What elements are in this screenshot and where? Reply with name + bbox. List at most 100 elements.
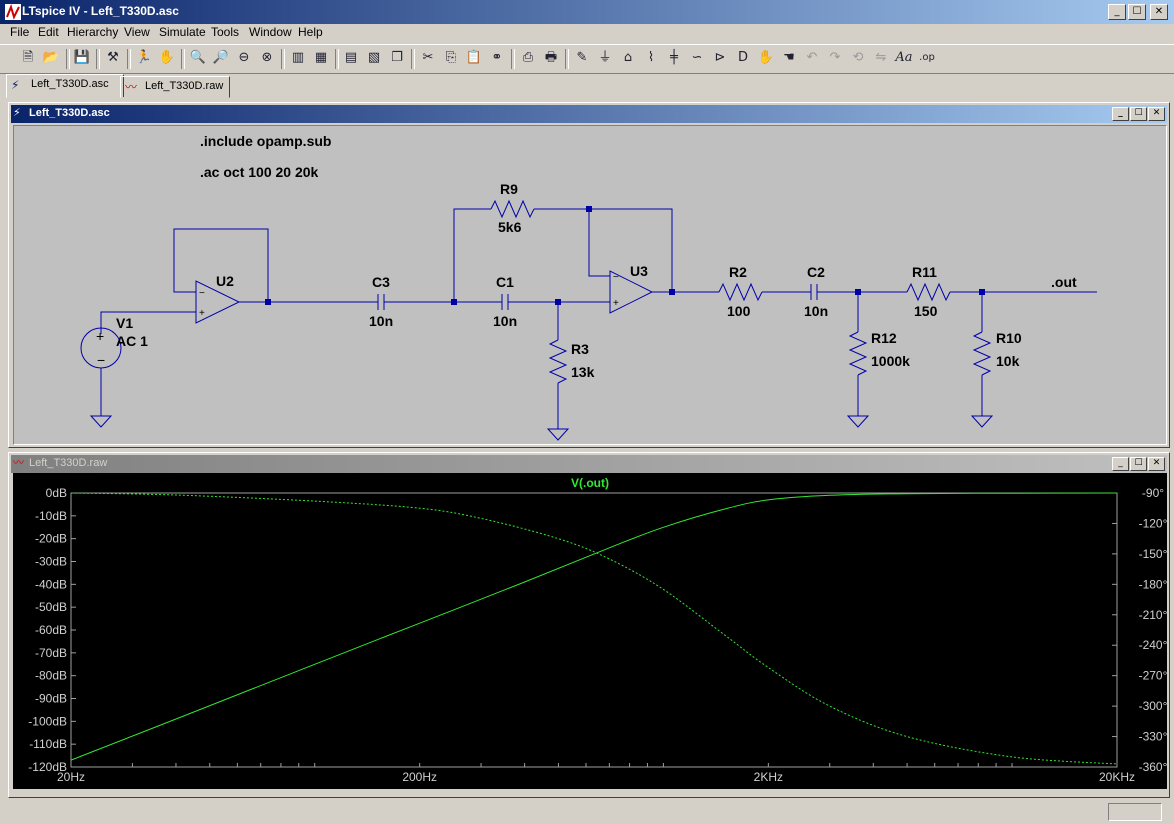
component-icon[interactable]: D (737, 50, 748, 65)
zoom-in-icon[interactable]: 🔍 (189, 50, 207, 65)
move-icon[interactable]: ✋ (757, 50, 775, 65)
draw-wire-icon[interactable]: ✎ (576, 50, 588, 65)
net-label-out[interactable]: .out (1051, 274, 1077, 290)
undo-icon[interactable]: ↶ (806, 50, 818, 65)
zoom-pan-icon[interactable]: 🔎 (212, 50, 230, 65)
menu-edit[interactable]: Edit (38, 25, 59, 39)
y-left-tick-label: -110dB (29, 737, 67, 751)
y-left-tick-label: -60dB (35, 623, 67, 637)
label-net-icon[interactable]: ⌂ (623, 50, 633, 65)
directive-include[interactable]: .include opamp.sub (200, 133, 331, 149)
x-tick-label: 200Hz (402, 770, 437, 784)
magnitude-trace[interactable] (70, 492, 1118, 761)
resistor-icon[interactable]: ⌇ (647, 50, 655, 65)
toolbar-separator (335, 49, 339, 69)
mark-unref-icon[interactable]: ▦ (314, 50, 328, 65)
tile-horizontal-icon[interactable]: ▤ (344, 50, 358, 65)
cut-icon[interactable]: ✂ (422, 50, 434, 65)
menu-simulate[interactable]: Simulate (159, 25, 206, 39)
y-right-tick-label: -150° (1139, 547, 1167, 561)
menu-window[interactable]: Window (249, 25, 292, 39)
halt-icon[interactable]: ✋ (158, 50, 176, 65)
status-panel (1108, 803, 1162, 821)
label-r10-name: R10 (996, 330, 1022, 346)
new-schematic-icon[interactable]: 🗎 (22, 50, 34, 65)
app-minimize-button[interactable]: _ (1108, 4, 1126, 20)
save-icon[interactable]: 💾 (73, 50, 91, 65)
tile-vertical-icon[interactable]: ▧ (367, 50, 381, 65)
label-r12-value: 1000k (871, 353, 910, 369)
schematic-minimize-button[interactable]: _ (1112, 107, 1129, 121)
cascade-icon[interactable]: ❐ (391, 50, 403, 65)
capacitor-icon[interactable]: ╪ (670, 50, 678, 65)
app-maximize-button[interactable]: ☐ (1128, 4, 1146, 20)
schematic-canvas[interactable]: − + − + + − .include opamp.sub .ac oct 1… (13, 125, 1167, 445)
resistor-r3[interactable] (548, 339, 568, 384)
label-r10-value: 10k (996, 353, 1020, 369)
svg-text:−: − (613, 272, 619, 283)
print-icon[interactable]: 🖶 (544, 50, 558, 65)
label-v1-value: AC 1 (116, 333, 148, 349)
waveform-minimize-button[interactable]: _ (1112, 457, 1129, 471)
diode-icon[interactable]: ⊳ (714, 50, 726, 65)
y-right-tick-label: -360° (1139, 760, 1167, 774)
resistor-r9[interactable] (490, 199, 535, 219)
paste-icon[interactable]: 📋 (465, 50, 483, 65)
print-setup-icon[interactable]: ⎙ (522, 50, 534, 65)
menu-hierarchy[interactable]: Hierarchy (67, 25, 119, 39)
menu-view[interactable]: View (124, 25, 150, 39)
zoom-out-icon[interactable]: ⊖ (238, 50, 250, 65)
text-icon[interactable]: Aa (895, 50, 913, 65)
y-left-tick-label: -40dB (35, 577, 67, 591)
schematic-window-titlebar: ⚡ Left_T330D.asc _ ☐ ✕ (11, 105, 1167, 123)
toolbar-separator (181, 49, 185, 69)
menu-help[interactable]: Help (298, 25, 323, 39)
toolbar-separator (411, 49, 415, 69)
schematic-window-title: Left_T330D.asc (29, 107, 110, 119)
copy-icon[interactable]: ⎘ (445, 50, 457, 65)
open-icon[interactable]: 📂 (42, 50, 60, 65)
toolbar-separator (281, 49, 285, 69)
redo-icon[interactable]: ↷ (829, 50, 841, 65)
resistor-r2[interactable] (718, 282, 763, 302)
phase-trace[interactable] (70, 492, 1118, 765)
rotate-icon[interactable]: ⟲ (852, 50, 864, 65)
label-u2-name: U2 (216, 273, 234, 289)
y-left-tick-label: -100dB (28, 714, 67, 728)
x-tick-label: 20Hz (57, 770, 85, 784)
app-close-button[interactable]: ✕ (1150, 4, 1168, 20)
tab-waveform[interactable]: 〰 Left_T330D.raw (120, 76, 230, 98)
resistor-r12[interactable] (848, 331, 868, 376)
opamp-u2-symbol[interactable] (195, 280, 241, 324)
resistor-r10[interactable] (972, 331, 992, 376)
schematic-maximize-button[interactable]: ☐ (1130, 107, 1147, 121)
menu-tools[interactable]: Tools (211, 25, 240, 39)
resistor-r11[interactable] (906, 282, 951, 302)
menu-file[interactable]: File (10, 25, 30, 39)
control-panel-icon[interactable]: ⚒ (107, 50, 119, 65)
trace-label[interactable]: V(.out) (571, 476, 609, 490)
mirror-icon[interactable]: ⇋ (875, 50, 887, 65)
label-c1-value: 10n (493, 313, 517, 329)
find-icon[interactable]: ⚭ (491, 50, 503, 65)
tab-schematic[interactable]: ⚡ Left_T330D.asc (6, 74, 124, 98)
autorange-icon[interactable]: ▥ (291, 50, 305, 65)
run-icon[interactable]: 🏃 (135, 50, 153, 65)
zoom-cancel-icon[interactable]: ⊗ (261, 50, 273, 65)
ltspice-logo-icon (5, 4, 21, 20)
ground-icon[interactable]: ⏚ (598, 50, 612, 65)
y-right-tick-label: -330° (1139, 730, 1167, 744)
label-c2-name: C2 (807, 264, 825, 280)
opamp-u3-symbol[interactable] (609, 270, 654, 314)
inductor-icon[interactable]: ∽ (691, 50, 703, 65)
waveform-close-button[interactable]: ✕ (1148, 457, 1165, 471)
drag-icon[interactable]: ☚ (783, 50, 795, 65)
directive-ac[interactable]: .ac oct 100 20 20k (200, 164, 319, 180)
spice-directive-icon[interactable]: .op (919, 52, 935, 63)
label-r9-value: 5k6 (498, 219, 522, 235)
schematic-close-button[interactable]: ✕ (1148, 107, 1165, 121)
label-r2-value: 100 (727, 303, 751, 319)
waveform-maximize-button[interactable]: ☐ (1130, 457, 1147, 471)
